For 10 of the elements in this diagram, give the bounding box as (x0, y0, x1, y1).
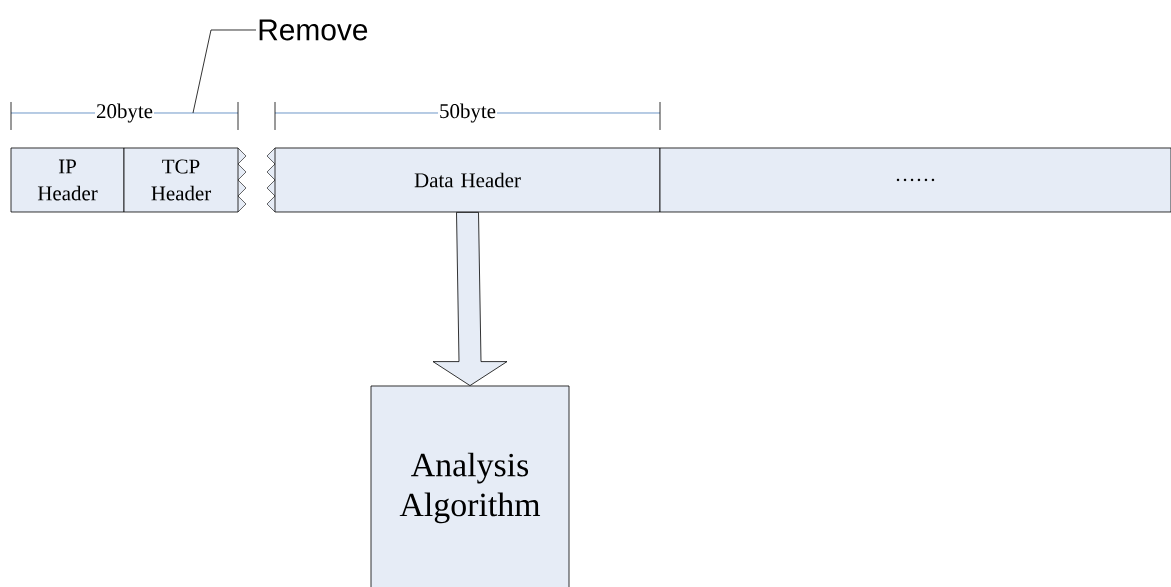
dimension-label: 50byte (440, 103, 496, 123)
leader-line (192, 29, 257, 114)
remove-label: Remove (259, 19, 368, 41)
packet-field: IP Header (10, 147, 125, 213)
dimension-label: 20byte (96, 103, 153, 123)
packet-field: Data Header (274, 147, 661, 213)
process-box: Analysis Algorithm (370, 385, 570, 587)
packet-field: TCP Header (123, 147, 239, 213)
block-arrow (432, 212, 508, 386)
packet-field: …… (659, 147, 1171, 213)
